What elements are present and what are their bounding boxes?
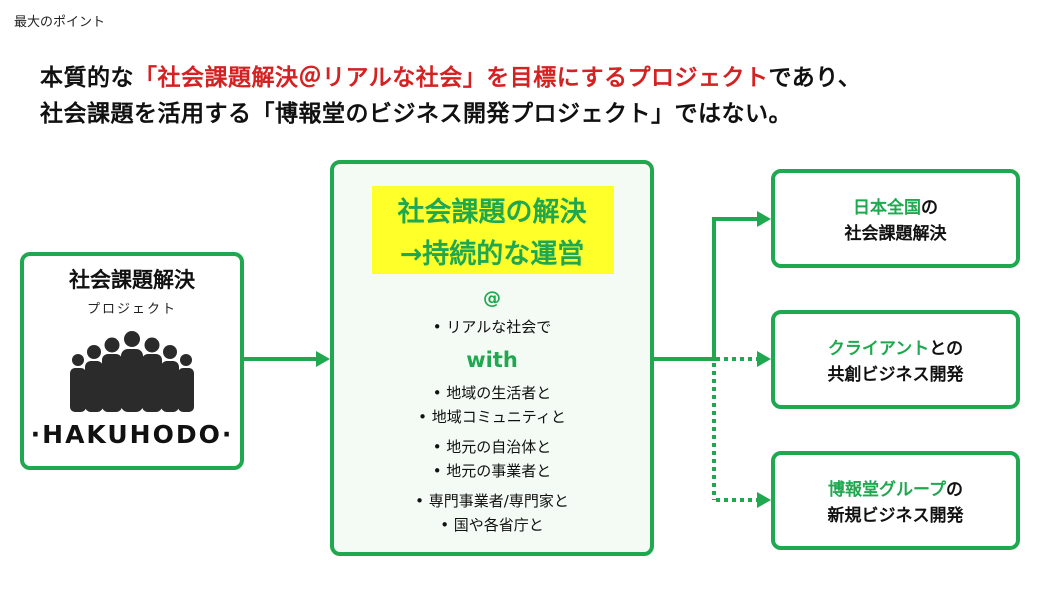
hakuhodo-logo: ·HAKUHODO·	[30, 420, 234, 449]
project-subtitle: プロジェクト	[86, 302, 177, 317]
outcome-rest: の	[945, 480, 963, 500]
outcome-rest: との	[929, 339, 964, 359]
bullet-item: • 国や各省庁と	[440, 516, 544, 534]
bullet-item: • 地域の生活者と	[432, 384, 552, 402]
outcome-line-2: 新規ビジネス開発	[827, 506, 964, 526]
bullet-item: • 地元の自治体と	[432, 438, 552, 456]
headline-highlight: 「社会課題解決＠リアルな社会」を目標にするプロジェクト	[134, 65, 769, 91]
project-box: 社会課題解決 プロジェクト ·HAKUHODO·	[20, 252, 244, 470]
arrowhead-box2	[757, 351, 771, 367]
people-group-icon	[70, 331, 194, 412]
outcome-line-1: クライアントとの	[775, 334, 1016, 359]
outcome-box-group: 博報堂グループの 新規ビジネス開発	[771, 451, 1020, 550]
outcome-rest: の	[921, 198, 938, 218]
outcome-accent: クライアント	[827, 339, 930, 359]
outcome-accent: 博報堂グループ	[828, 480, 946, 500]
mission-box: 社会課題の解決 →持続的な運営 @ • リアルな社会で with • 地域の生活…	[330, 160, 654, 556]
arrowhead-box1	[757, 211, 771, 227]
headline-suffix: であり、	[768, 65, 862, 91]
bullet-real-society: • リアルな社会で	[432, 318, 552, 336]
headline-line-2: 社会課題を活用する「博報堂のビジネス開発プロジェクト」ではない。	[40, 101, 792, 127]
outcome-box-client: クライアントとの 共創ビジネス開発	[771, 310, 1020, 409]
section-label: 最大のポイント	[14, 15, 106, 30]
headline-prefix: 本質的な	[40, 65, 134, 91]
arrowhead-box3	[757, 492, 771, 508]
with-label: with	[466, 348, 518, 372]
arrowhead-center	[316, 351, 330, 367]
project-title: 社会課題解決	[69, 268, 195, 292]
outcome-line-1: 博報堂グループの	[775, 475, 1016, 500]
mission-title-line-2: →持続的な運営	[399, 239, 585, 270]
outcome-line-2: 社会課題解決	[844, 224, 947, 244]
mission-title-line-1: 社会課題の解決	[397, 197, 587, 228]
at-symbol: @	[483, 288, 501, 309]
outcome-line-1: 日本全国の	[775, 193, 1016, 218]
outcome-line-2: 共創ビジネス開発	[827, 365, 964, 385]
outcome-accent: 日本全国	[853, 198, 921, 218]
headline-line-1: 本質的な「社会課題解決＠リアルな社会」を目標にするプロジェクトであり、	[40, 58, 861, 92]
title-highlight	[372, 186, 614, 274]
bullet-item: • 専門事業者/専門家と	[415, 492, 569, 510]
bullet-item: • 地元の事業者と	[432, 462, 552, 480]
bullet-item: • 地域コミュニティと	[418, 408, 566, 426]
outcome-box-national: 日本全国の 社会課題解決	[771, 169, 1020, 268]
